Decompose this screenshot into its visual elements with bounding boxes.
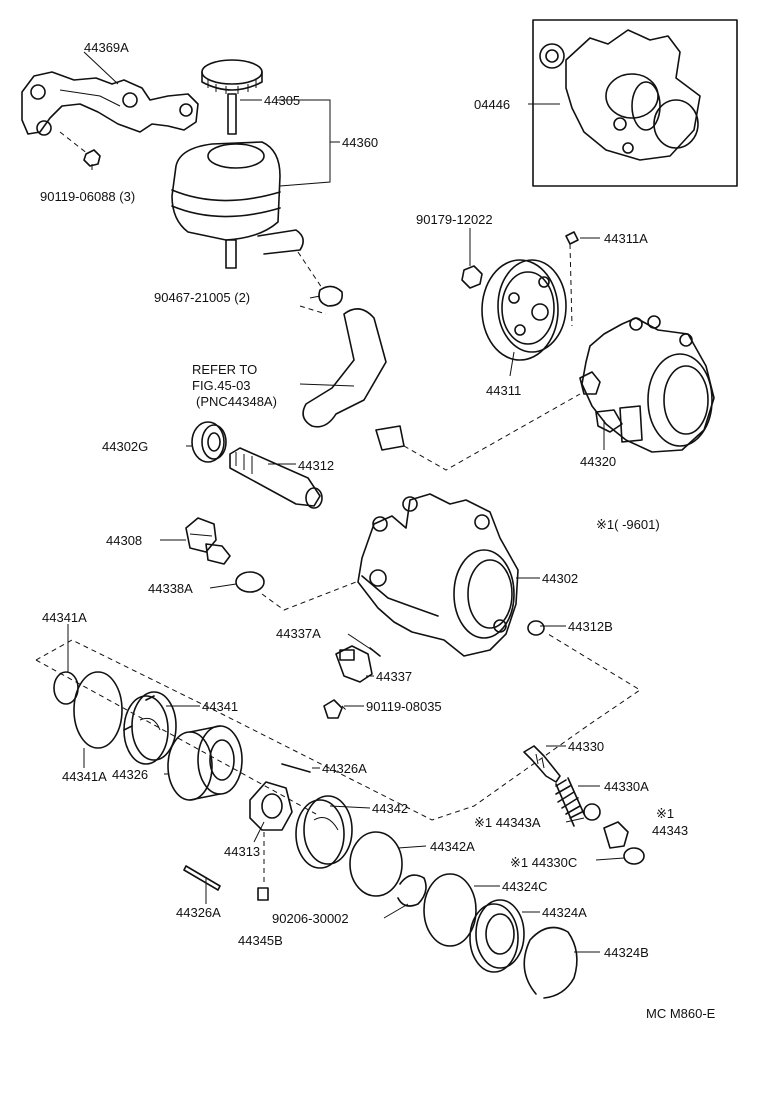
cam-ring-44326 bbox=[167, 725, 243, 801]
label-44302: 44302 bbox=[542, 571, 578, 586]
label-44345b: 44345B bbox=[238, 933, 283, 948]
label-44342: 44342 bbox=[372, 801, 408, 816]
spring-44330a bbox=[555, 777, 585, 827]
snap-ring-44330c bbox=[623, 847, 645, 865]
bracket-44369a bbox=[21, 71, 199, 136]
figure-code: MC M860-E bbox=[646, 1006, 716, 1021]
label-44312: 44312 bbox=[298, 458, 334, 473]
label-90179-12022: 90179-12022 bbox=[416, 212, 493, 227]
label-44341a-bottom: 44341A bbox=[62, 769, 107, 784]
flow-control-valve-44330 bbox=[523, 745, 561, 783]
snap-ring-90206-30002 bbox=[397, 874, 427, 907]
shaft-44312 bbox=[229, 447, 323, 509]
label-44311: 44311 bbox=[486, 383, 521, 398]
label-44308: 44308 bbox=[106, 533, 142, 548]
part-labels: 44369A 44305 44360 04446 90119-06088 (3)… bbox=[40, 40, 716, 1021]
label-44369a: 44369A bbox=[84, 40, 129, 55]
label-90119-06088: 90119-06088 (3) bbox=[40, 189, 135, 204]
label-44324c: 44324C bbox=[502, 879, 548, 894]
pulley-44311 bbox=[481, 259, 567, 361]
label-44338a: 44338A bbox=[148, 581, 193, 596]
label-44341: 44341 bbox=[202, 699, 238, 714]
label-pnc: (PNC44348A) bbox=[196, 394, 277, 409]
label-mark-44343: ※1 bbox=[656, 806, 674, 821]
vane-44345b bbox=[257, 832, 269, 901]
reservoir-tank-44360 bbox=[171, 141, 304, 269]
o-ring-44324c bbox=[423, 873, 477, 947]
pump-assembly-44320 bbox=[579, 315, 715, 453]
label-refer-to: REFER TO bbox=[192, 362, 257, 377]
label-44313: 44313 bbox=[224, 844, 260, 859]
label-44337: 44337 bbox=[376, 669, 412, 684]
label-44320: 44320 bbox=[580, 454, 616, 469]
label-90119-08035: 90119-08035 bbox=[366, 699, 442, 714]
union-fitting-44308 bbox=[185, 517, 231, 565]
label-note-range: ※1( -9601) bbox=[596, 517, 660, 532]
end-cover-44324a bbox=[469, 899, 525, 973]
label-44311a: 44311A bbox=[604, 231, 648, 246]
nut-90179-12022 bbox=[461, 265, 483, 289]
label-44326a-bottom: 44326A bbox=[176, 905, 221, 920]
snap-ring-44324b bbox=[523, 926, 578, 999]
label-04446: 04446 bbox=[474, 97, 510, 112]
suction-hose-ref bbox=[302, 308, 405, 451]
o-ring-44341a-large bbox=[73, 671, 123, 749]
label-90206-30002: 90206-30002 bbox=[272, 911, 349, 926]
pressure-plate-44342 bbox=[295, 795, 353, 869]
label-44326a-top: 44326A bbox=[322, 761, 367, 776]
assembly-dashed-lines bbox=[35, 305, 641, 838]
label-44330c: ※1 44330C bbox=[510, 855, 577, 870]
label-44324a: 44324A bbox=[542, 905, 587, 920]
bolt-90119-06088 bbox=[59, 131, 101, 167]
kit-box-04446 bbox=[532, 19, 738, 187]
label-44343a: ※1 44343A bbox=[474, 815, 541, 830]
label-44330: 44330 bbox=[568, 739, 604, 754]
label-44302g: 44302G bbox=[102, 439, 148, 454]
reservoir-cap-44305 bbox=[201, 59, 263, 135]
label-44341a-top: 44341A bbox=[42, 610, 87, 625]
o-ring-44343a bbox=[583, 803, 601, 821]
hose-clamp-90467-21005 bbox=[297, 251, 344, 307]
label-44324b: 44324B bbox=[604, 945, 649, 960]
pressure-switch-44337 bbox=[335, 645, 373, 683]
leader-lines bbox=[67, 51, 625, 953]
label-44305: 44305 bbox=[264, 93, 300, 108]
side-plate-44341 bbox=[123, 691, 177, 765]
bolt-90119-08035 bbox=[323, 699, 343, 719]
plug-44343 bbox=[603, 821, 629, 849]
pump-body-44302 bbox=[357, 493, 519, 657]
label-44312b: 44312B bbox=[568, 619, 613, 634]
label-44337a: 44337A bbox=[276, 626, 321, 641]
o-ring-44338a bbox=[235, 571, 265, 593]
pin-44326a-bottom bbox=[183, 865, 221, 891]
key-44311a bbox=[565, 231, 579, 327]
pin-44326a-top bbox=[281, 763, 311, 773]
rotor-44313 bbox=[249, 781, 293, 831]
label-44326: 44326 bbox=[112, 767, 148, 782]
label-44330a: 44330A bbox=[604, 779, 649, 794]
label-fig: FIG.45-03 bbox=[192, 378, 251, 393]
snap-ring-44312b bbox=[527, 620, 545, 636]
label-44360: 44360 bbox=[342, 135, 378, 150]
label-44342a: 44342A bbox=[430, 839, 475, 854]
label-44343: 44343 bbox=[652, 823, 688, 838]
o-ring-44342a bbox=[349, 831, 403, 897]
bearing-44302g bbox=[191, 421, 227, 463]
label-90467-21005: 90467-21005 (2) bbox=[154, 290, 250, 305]
